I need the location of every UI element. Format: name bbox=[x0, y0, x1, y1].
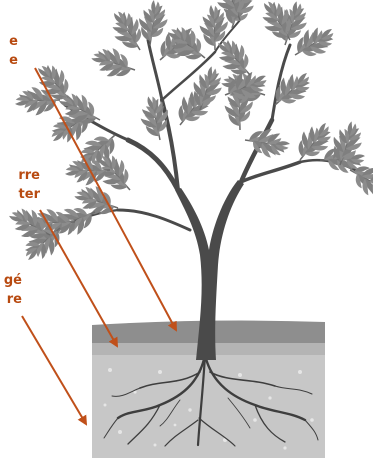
tree-trunk bbox=[175, 180, 244, 360]
label-group-3: gé re bbox=[0, 271, 22, 309]
label-2-line-2: ter bbox=[18, 187, 40, 202]
label-group-2: rre ter bbox=[0, 166, 40, 204]
label-3-line-2: re bbox=[6, 292, 22, 307]
arrow-top-layer bbox=[34, 67, 177, 332]
arrow-middle-layer bbox=[39, 209, 118, 348]
soil-block bbox=[92, 320, 325, 458]
callout-arrows bbox=[21, 67, 177, 426]
label-1-line-2: e bbox=[9, 53, 18, 68]
label-2-line-1: rre bbox=[18, 168, 40, 183]
arrow-bottom-layer bbox=[21, 315, 88, 426]
label-group-1: e e bbox=[0, 32, 18, 70]
soil-specks bbox=[103, 368, 314, 450]
root-system bbox=[103, 353, 319, 447]
label-1-line-1: e bbox=[9, 34, 18, 49]
label-3-line-1: gé bbox=[3, 273, 22, 288]
subsoil-layer bbox=[92, 343, 325, 458]
